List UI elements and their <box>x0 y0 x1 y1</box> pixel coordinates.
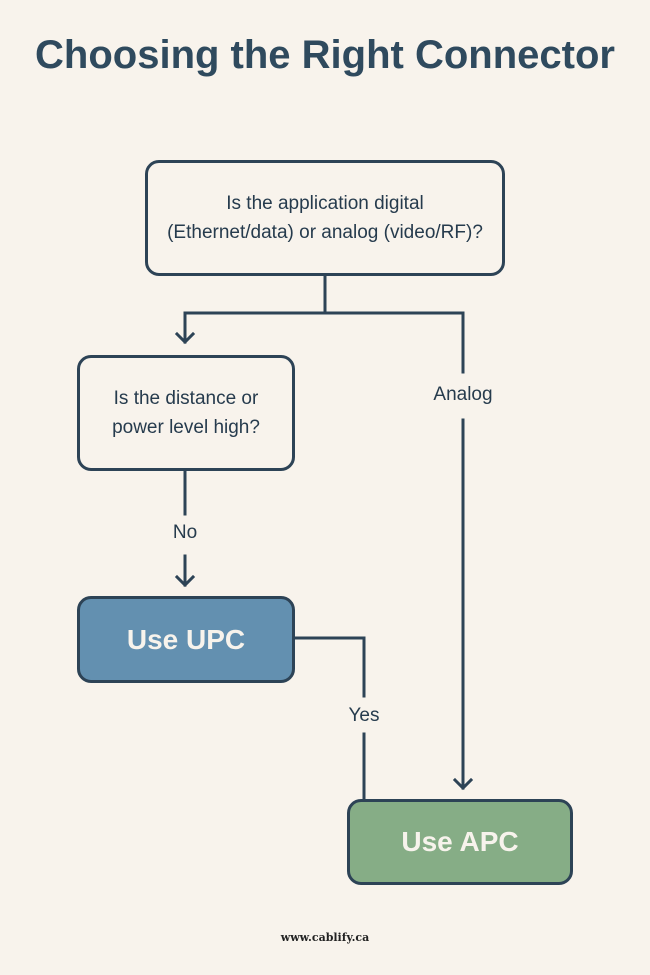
result-use-apc: Use APC <box>347 799 573 885</box>
question-application-type: Is the application digital (Ethernet/dat… <box>145 160 505 276</box>
edge-q1-split <box>183 275 465 315</box>
edge-label-yes: Yes <box>339 705 389 727</box>
edge-label-analog: Analog <box>423 384 503 406</box>
diagram-title: Choosing the Right Connector <box>35 33 615 77</box>
edge-label-no: No <box>160 522 210 544</box>
edge-no-bottom <box>174 554 196 588</box>
question-distance-power: Is the distance or power level high? <box>77 355 295 471</box>
edge-yes-top <box>294 636 366 698</box>
footer-website: www.cablify.ca <box>280 931 370 944</box>
edge-analog-bottom <box>452 418 474 791</box>
edge-to-q2-arrow <box>174 311 196 345</box>
result-use-upc: Use UPC <box>77 596 295 683</box>
